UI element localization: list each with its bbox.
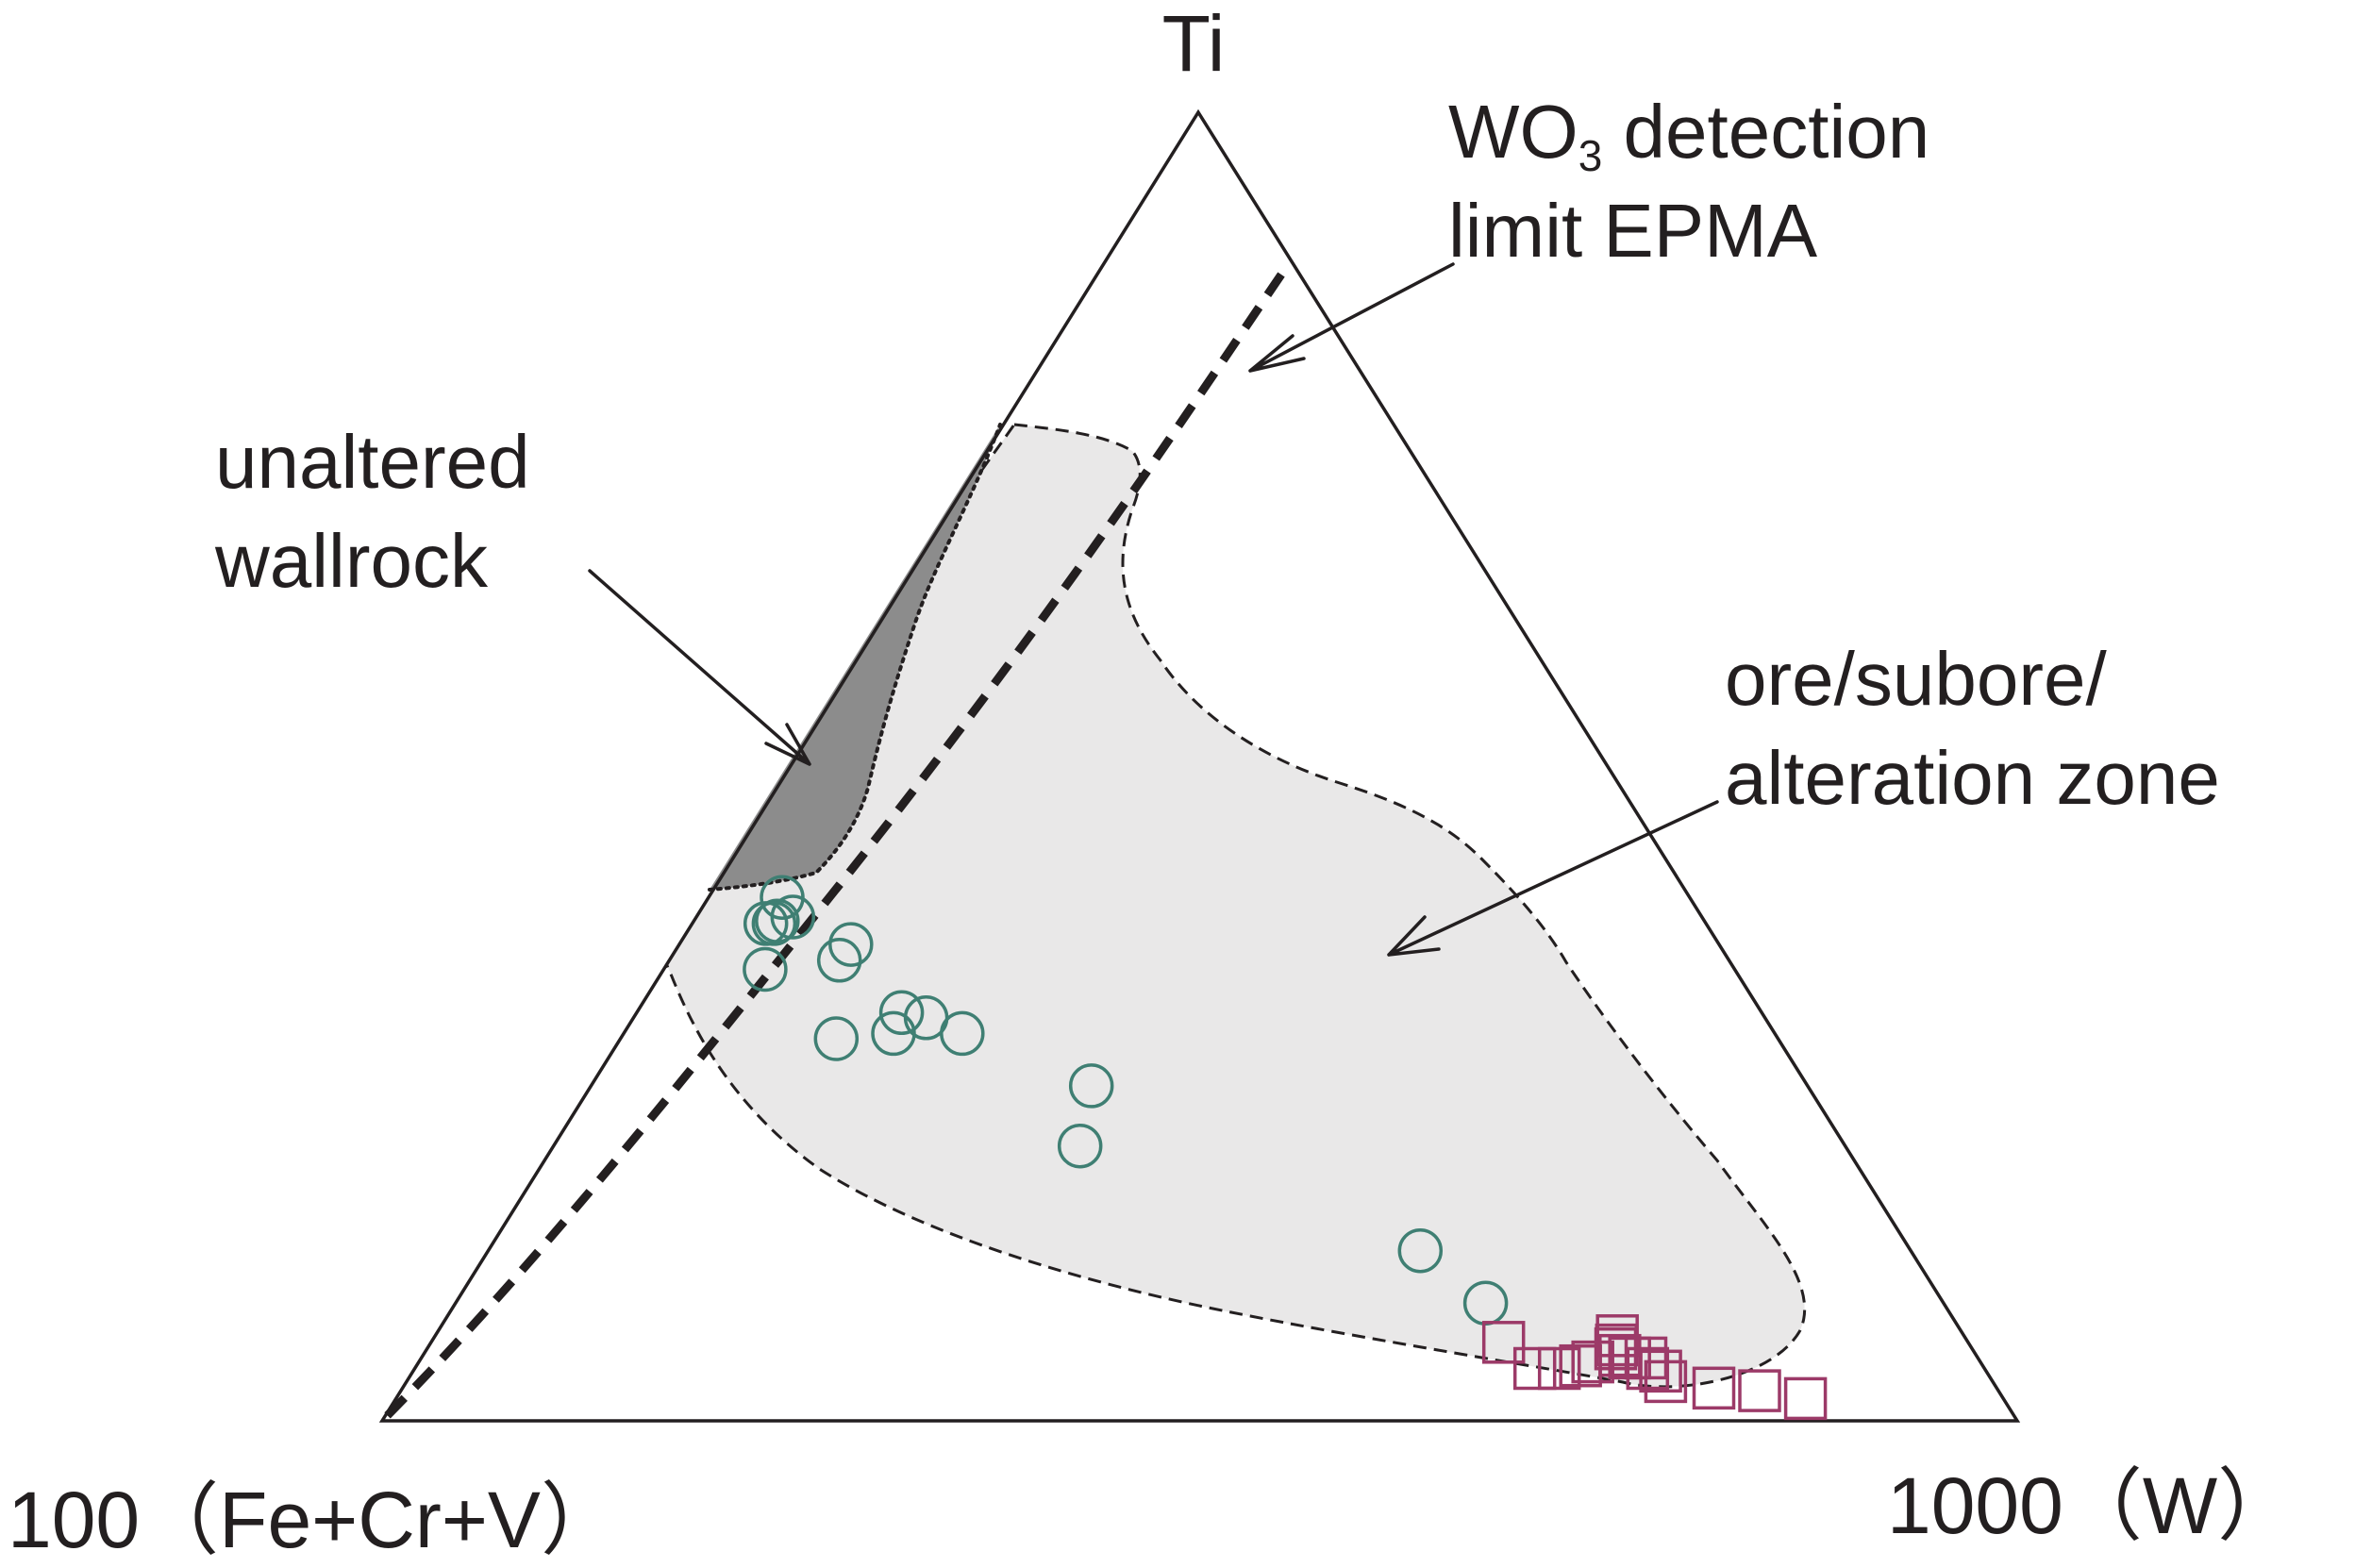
zone-label-line2: alteration zone <box>1725 736 2220 820</box>
wallrock-label-line2: wallrock <box>214 519 489 603</box>
wo3-label-line1: WO3 detection <box>1448 90 1929 180</box>
circle-point <box>755 898 800 943</box>
wo3-arrow <box>1248 262 1455 373</box>
data-points <box>743 875 1828 1421</box>
annotation-arrows <box>588 262 1719 957</box>
unaltered-wallrock-region <box>710 425 1000 890</box>
square-point <box>1571 1340 1614 1384</box>
alteration-zone-region <box>658 423 1807 1389</box>
left-vertex-label: 100（Fe+Cr+V） <box>8 1476 620 1564</box>
square-point <box>1692 1366 1736 1410</box>
wo3-detection-limit-line <box>378 272 1285 1425</box>
circle-point <box>1397 1227 1444 1274</box>
square-point <box>1481 1321 1526 1364</box>
wallrock-label-line1: unaltered <box>215 420 530 504</box>
circle-point <box>871 1010 916 1057</box>
circle-point <box>878 990 925 1036</box>
circle-point <box>743 946 788 993</box>
square-point <box>1639 1349 1682 1393</box>
circle-point <box>828 922 874 967</box>
circle-point <box>1068 1063 1114 1109</box>
circle-point <box>940 1010 985 1057</box>
wo3-label-line2: limit EPMA <box>1448 189 1818 273</box>
wallrock-arrow <box>588 569 811 766</box>
square-point <box>1644 1359 1688 1404</box>
circle-point <box>770 894 816 940</box>
square-point <box>1608 1336 1651 1380</box>
zone-arrow <box>1387 800 1719 957</box>
zone-label-line1: ore/subore/ <box>1725 637 2107 721</box>
square-point <box>1783 1376 1828 1421</box>
circle-point <box>813 1016 860 1061</box>
unaltered-wallrock-boundary <box>708 423 1002 892</box>
square-point <box>1738 1369 1781 1412</box>
wo3-subscript: 3 <box>1578 131 1603 180</box>
square-point <box>1626 1346 1670 1391</box>
right-vertex-label: 1000（W） <box>1887 1461 2297 1550</box>
top-vertex-label: Ti <box>1162 0 1226 88</box>
circle-point <box>751 901 797 946</box>
square-point <box>1512 1346 1557 1391</box>
ternary-frame <box>378 108 2021 1423</box>
circle-point <box>1057 1123 1103 1169</box>
circle-point <box>816 938 862 983</box>
